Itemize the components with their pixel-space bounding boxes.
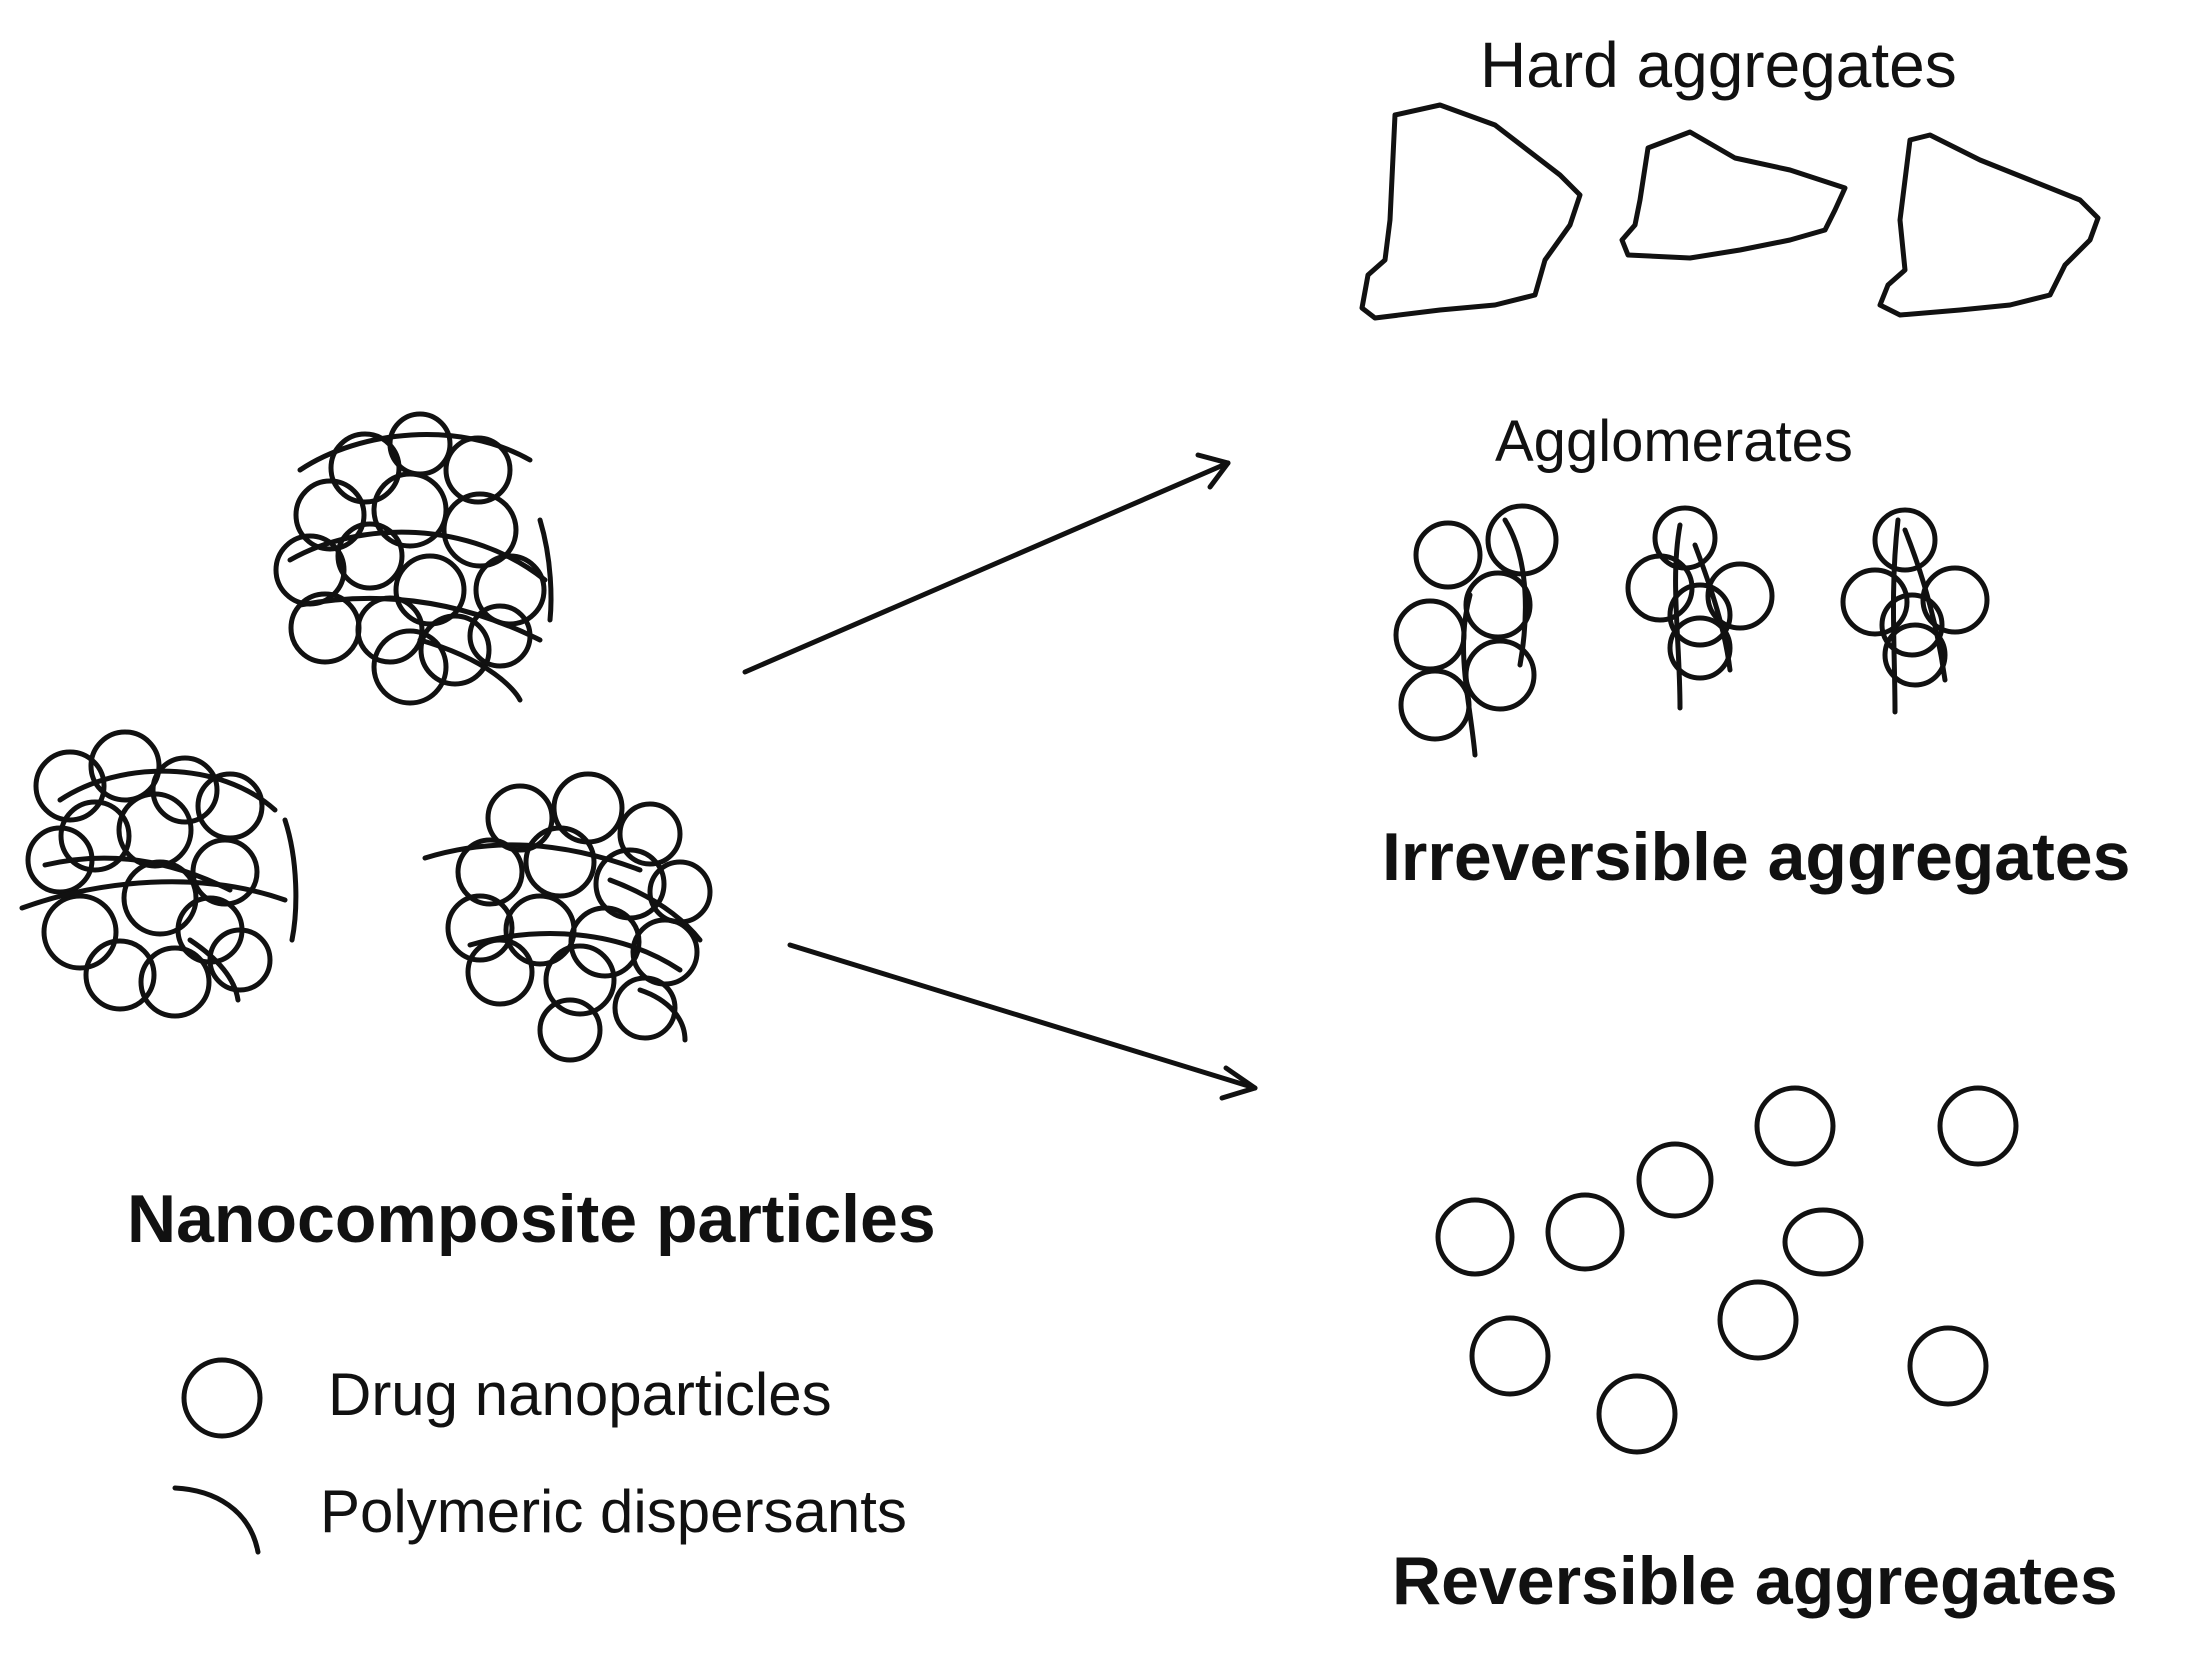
- nanocomposite-cluster-2: [19, 729, 299, 1019]
- drug-nanoparticle: [1667, 582, 1733, 648]
- drug-nanoparticle: [612, 975, 678, 1041]
- drug-nanoparticle: [33, 749, 107, 823]
- legend-polymeric-dispersants-label: Polymeric dispersants: [320, 1478, 907, 1545]
- hard-aggregate: [1877, 132, 2101, 318]
- drug-nanoparticle: [543, 943, 617, 1017]
- drug-nanoparticle: [1937, 1085, 2019, 1167]
- drug-nanoparticle: [207, 927, 273, 993]
- drug-nanoparticle: [617, 801, 683, 867]
- drug-nanoparticle: [1705, 561, 1775, 631]
- drug-nanoparticle: [1717, 1279, 1799, 1361]
- drug-nanoparticle: [1469, 1315, 1551, 1397]
- drug-nanoparticle: [58, 799, 132, 873]
- drug-nanoparticle: [551, 771, 625, 845]
- polymeric-dispersant: [282, 817, 299, 943]
- drug-nanoparticle: [1782, 1207, 1864, 1277]
- drug-nanoparticle: [150, 755, 220, 825]
- drug-nanoparticle: [1413, 520, 1483, 590]
- arrow-to-irreversible: [742, 452, 1231, 675]
- drug-nanoparticle: [335, 521, 405, 591]
- circle-icon: [181, 1357, 263, 1439]
- drug-nanoparticle: [1754, 1085, 1836, 1167]
- polymeric-dispersant: [1673, 522, 1683, 711]
- nanocomposite-cluster-3: [422, 771, 713, 1063]
- drug-nanoparticle: [1393, 598, 1467, 672]
- drug-nanoparticle: [1840, 567, 1910, 637]
- drug-nanoparticle: [190, 837, 260, 907]
- drug-nanoparticle: [371, 471, 449, 549]
- drug-nanoparticle: [465, 937, 535, 1007]
- hard-aggregates-label: Hard aggregates: [1480, 29, 1957, 101]
- polymeric-dispersant: [417, 637, 523, 703]
- drug-nanoparticle: [1872, 507, 1938, 573]
- arrow-to-reversible: [787, 942, 1258, 1101]
- polymeric-dispersant: [1890, 517, 1901, 715]
- agglomerate-2: [1625, 505, 1775, 711]
- drug-nanoparticle: [647, 859, 713, 925]
- drug-nanoparticle: [83, 938, 157, 1012]
- nanocomposite-particles-label: Nanocomposite particles: [127, 1181, 936, 1257]
- drug-nanoparticle: [1636, 1141, 1714, 1219]
- nanocomposite-cluster-1: [273, 411, 554, 706]
- polymeric-dispersant: [637, 987, 688, 1043]
- drug-nanoparticle: [568, 905, 642, 979]
- drug-nanoparticle: [293, 478, 367, 552]
- drug-nanoparticle: [473, 553, 547, 627]
- reversible-particles-group: [1435, 1085, 2019, 1455]
- polymeric-dispersant: [57, 768, 278, 813]
- drug-nanoparticle: [1920, 565, 1990, 635]
- polymeric-dispersant: [287, 529, 548, 583]
- drug-nanoparticle: [1398, 668, 1472, 742]
- drug-nanoparticle: [1879, 592, 1945, 658]
- drug-nanoparticle: [455, 837, 525, 907]
- agglomerates-label: Agglomerates: [1495, 409, 1853, 474]
- polymeric-dispersant: [1902, 527, 1948, 683]
- polymeric-dispersant: [422, 842, 643, 873]
- drug-nanoparticle: [1652, 505, 1718, 571]
- polymeric-dispersant: [42, 855, 233, 893]
- polymeric-dispersant: [607, 877, 703, 943]
- polymeric-dispersant: [297, 432, 533, 473]
- polymeric-dispersant: [19, 879, 288, 911]
- drug-nanoparticle: [41, 893, 119, 971]
- drug-nanoparticle: [1435, 1197, 1515, 1277]
- drug-nanoparticle: [537, 997, 603, 1063]
- reversible-aggregates-label: Reversible aggregates: [1392, 1543, 2118, 1619]
- polymeric-dispersant: [537, 517, 554, 623]
- agglomerate-3: [1840, 507, 1990, 715]
- polymeric-dispersant: [1692, 542, 1733, 673]
- drug-nanoparticle: [1882, 622, 1948, 688]
- hard-aggregate: [1359, 102, 1583, 321]
- drug-nanoparticle: [1463, 570, 1533, 640]
- polymeric-dispersant: [1461, 592, 1478, 758]
- drug-nanoparticle: [503, 893, 577, 967]
- drug-nanoparticle: [88, 729, 162, 803]
- arc-icon: [172, 1485, 261, 1555]
- drug-nanoparticle: [1545, 1192, 1625, 1272]
- drug-nanoparticle: [1907, 1325, 1989, 1407]
- polymeric-dispersant: [187, 937, 241, 1003]
- legend-drug-nanoparticles-label: Drug nanoparticles: [328, 1361, 832, 1428]
- drug-nanoparticle: [523, 825, 597, 899]
- agglomerate-1: [1393, 503, 1559, 758]
- drug-nanoparticle: [328, 431, 402, 505]
- drug-nanoparticle: [445, 893, 515, 963]
- drug-nanoparticle: [441, 491, 519, 569]
- hard-aggregate: [1619, 129, 1848, 261]
- polymeric-dispersant: [467, 931, 683, 973]
- drug-nanoparticle: [1596, 1373, 1678, 1455]
- drug-nanoparticle: [371, 628, 449, 706]
- polymeric-dispersant: [1502, 517, 1528, 668]
- drug-nanoparticle: [418, 613, 492, 687]
- drug-nanoparticle: [485, 783, 555, 853]
- drug-nanoparticle: [121, 859, 199, 937]
- drug-nanoparticle: [1667, 615, 1733, 681]
- irreversible-aggregates-label: Irreversible aggregates: [1382, 819, 2131, 895]
- polymeric-dispersant: [297, 595, 543, 643]
- drug-nanoparticle: [138, 945, 212, 1019]
- hard-aggregates-group: [1359, 102, 2101, 321]
